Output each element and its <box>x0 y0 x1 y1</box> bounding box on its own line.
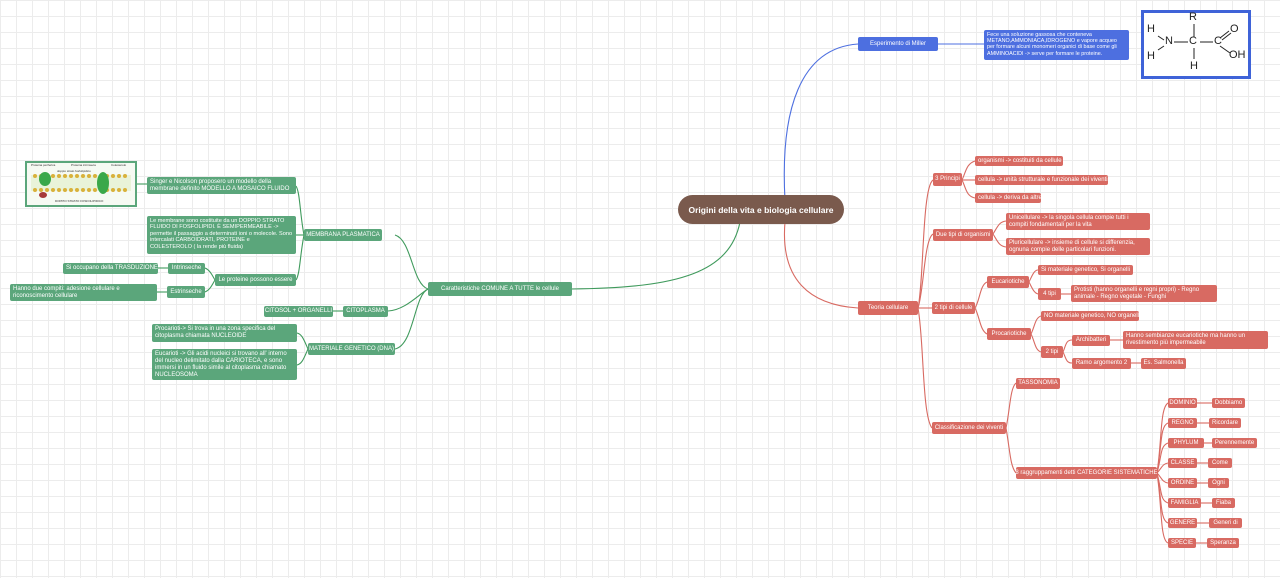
eukaryotic-four-types-node[interactable]: 4 tipi <box>1038 288 1061 300</box>
amino-acid-bonds <box>1157 24 1232 59</box>
cytoplasm-node[interactable]: CITOPLASMA <box>343 306 388 317</box>
membrane-diagram-image: Proteina periferica Proteina intrinseca … <box>25 161 137 207</box>
rank-famiglia[interactable]: FAMIGLIA <box>1168 498 1201 508</box>
mnemonic-specie[interactable]: Speranza <box>1207 538 1239 548</box>
eukaryotic-node[interactable]: Eucariotiche <box>987 276 1029 288</box>
taxonomy-node[interactable]: TASSONOMIA <box>1016 378 1060 389</box>
molecule-h-label: H <box>1147 23 1155 35</box>
molecule-c-label: C <box>1189 35 1197 47</box>
unicellular-node[interactable]: Unicellulare -> la singola cellula compi… <box>1006 213 1150 230</box>
molecule-h3-label: H <box>1190 60 1198 72</box>
intrinsic-proteins-node[interactable]: Intrinseche <box>168 263 205 274</box>
eukaryote-dna-node[interactable]: Eucarioti -> Gli acidi nucleici si trova… <box>152 349 297 380</box>
transduction-node[interactable]: Si occupano della TRASDUZIONE <box>63 263 158 274</box>
principle-item[interactable]: cellula -> unità strutturale e funzional… <box>975 175 1108 185</box>
archaebacteria-note[interactable]: Hanno sembianze eucariotiche ma hanno un… <box>1123 331 1268 349</box>
organism-types-node[interactable]: Due tipi di organismi <box>933 229 993 241</box>
rank-genere[interactable]: GENERE <box>1168 518 1197 528</box>
classification-node[interactable]: Classificazione dei viventi <box>932 422 1006 434</box>
miller-experiment-node[interactable]: Esperimento di Miller <box>858 37 938 51</box>
rank-classe[interactable]: CLASSE <box>1168 458 1197 468</box>
genetic-material-node[interactable]: MATERIALE GENETICO (DNA) <box>308 343 395 355</box>
cell-theory-node[interactable]: Teoria cellulare <box>858 301 918 315</box>
rank-dominio[interactable]: DOMINIO <box>1168 398 1197 408</box>
cell-adhesion-node[interactable]: Hanno due compiti: adesione cellulare e … <box>10 284 157 301</box>
membrane-label: Proteina periferica <box>31 163 56 167</box>
membrane-label: Proteina intrinseca <box>71 163 96 167</box>
root-topic[interactable]: Origini della vita e biologia cellulare <box>678 195 844 224</box>
miller-note[interactable]: Fece una soluzione gassosa che conteneva… <box>984 30 1129 60</box>
membrane-caption: DOPPIO STRATO FOSFOLIPIDICO <box>55 199 104 203</box>
common-features-node[interactable]: Caratteristiche COMUNE A TUTTE le cellul… <box>428 282 572 296</box>
amino-acid-structure-image: R H N C C O OH H H <box>1141 10 1251 79</box>
membrane-label: doppio strato fosfolipidico <box>57 169 91 173</box>
proteins-node[interactable]: Le proteine possono essere <box>215 274 296 286</box>
prokaryotic-genetic-node[interactable]: NO materiale genetico, NO organelli <box>1041 311 1139 321</box>
membrane-label: Colesterolo <box>111 163 127 167</box>
molecule-r-label: R <box>1189 11 1197 23</box>
rank-regno[interactable]: REGNO <box>1168 418 1197 428</box>
principle-item[interactable]: organismi -> costituiti da cellule <box>975 156 1063 166</box>
mnemonic-famiglia[interactable]: Fiaba <box>1212 498 1235 508</box>
rank-phylum[interactable]: PHYLUM <box>1168 438 1204 448</box>
singer-nicolson-node[interactable]: Singer e Nicolson proposero un modello d… <box>147 177 296 194</box>
multicellular-node[interactable]: Pluricellulare -> insieme di cellule si … <box>1006 238 1150 255</box>
extrinsic-proteins-node[interactable]: Estrinseche <box>167 286 205 298</box>
mnemonic-genere[interactable]: Generi di <box>1209 518 1242 528</box>
molecule-n-label: N <box>1165 35 1173 47</box>
prokaryote-dna-node[interactable]: Procarioti-> Si trova in una zona specif… <box>152 324 297 342</box>
cell-types-node[interactable]: 2 tipi di cellule <box>932 302 975 314</box>
molecule-oh-label: OH <box>1229 49 1246 61</box>
eukaryotic-kingdoms-node[interactable]: Protisti (hanno organelli e regni propri… <box>1071 285 1217 302</box>
salmonella-node[interactable]: Es. Salmonella <box>1141 358 1186 369</box>
molecule-h2-label: H <box>1147 50 1155 62</box>
systematic-categories-node[interactable]: 8 raggruppamenti detti CATEGORIE SISTEMA… <box>1016 467 1157 479</box>
mnemonic-phylum[interactable]: Perennemente <box>1212 438 1257 448</box>
mnemonic-regno[interactable]: Ricordare <box>1209 418 1241 428</box>
rank-specie[interactable]: SPECIE <box>1168 538 1196 548</box>
cytosol-organelles-node[interactable]: CITOSOL + ORGANELLI <box>264 306 333 317</box>
mnemonic-ordine[interactable]: Ogni <box>1208 478 1229 488</box>
three-principles-node[interactable]: 3 Principi <box>933 173 962 186</box>
membrane-drawing <box>27 163 135 205</box>
archaebacteria-node[interactable]: Archibatteri <box>1072 335 1110 346</box>
prokaryotic-two-types-node[interactable]: 2 tipi <box>1041 346 1063 358</box>
phospholipid-bilayer-node[interactable]: Le membrane sono costituite da un DOPPIO… <box>147 216 296 254</box>
molecule-carboxyl-c-label: C <box>1214 35 1222 47</box>
prokaryotic-node[interactable]: Procariotiche <box>987 328 1031 340</box>
rank-ordine[interactable]: ORDINE <box>1168 478 1197 488</box>
principle-item[interactable]: cellula -> deriva da altre cellule <box>975 193 1041 203</box>
branch-topic-2-node[interactable]: Ramo argomento 2 <box>1072 358 1131 369</box>
molecule-o-label: O <box>1230 23 1239 35</box>
mnemonic-dominio[interactable]: Dobbiamo <box>1212 398 1245 408</box>
eukaryotic-genetic-node[interactable]: Si materiale genetico, Si organelli <box>1038 265 1133 275</box>
plasma-membrane-node[interactable]: MEMBRANA PLASMATICA <box>304 229 382 241</box>
mnemonic-classe[interactable]: Come <box>1208 458 1232 468</box>
